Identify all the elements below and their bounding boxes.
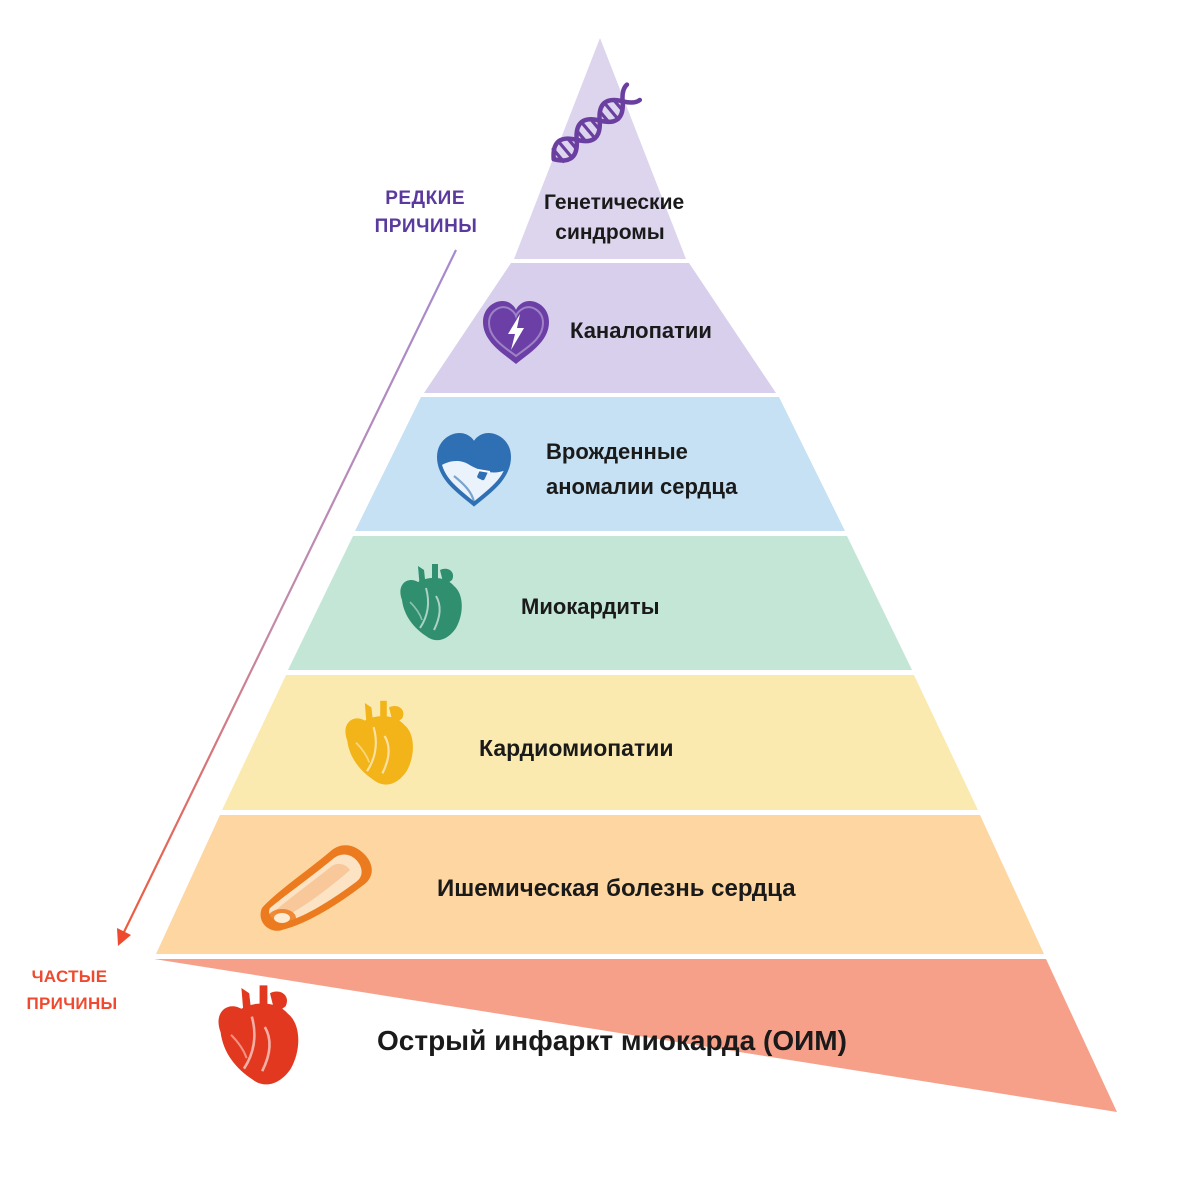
- tier-label-ischemic: Ишемическая болезнь сердца: [437, 875, 796, 902]
- arrow-shaft: [123, 249, 457, 933]
- tier-band-congenital: [355, 397, 845, 531]
- rare-causes-label: РЕДКИЕ ПРИЧИНЫ: [375, 188, 478, 237]
- frequency-arrow: [117, 249, 457, 946]
- anatomical-heart-icon: [218, 985, 299, 1085]
- artery-plaque-icon: [260, 845, 372, 931]
- heart-lightning-icon: [483, 300, 549, 364]
- anatomical-heart-icon: [345, 700, 413, 785]
- tier-band-cardiomyopathy: [222, 675, 978, 810]
- frequent-causes-label: ЧАСТЫЕ ПРИЧИНЫ: [27, 967, 118, 1013]
- tier-label-cardiomyopathy: Кардиомиопатии: [479, 735, 674, 761]
- dna-icon: [551, 82, 643, 164]
- heart-defect-icon: [436, 433, 512, 507]
- tier-label-genetic: Генетические синдромы: [544, 191, 690, 244]
- tier-label-channelopathies: Каналопатии: [570, 318, 712, 343]
- tier-band-ischemic: [156, 815, 1044, 954]
- arrow-head: [117, 928, 131, 946]
- tier-label-ami: Острый инфаркт миокарда (ОИМ): [377, 1025, 847, 1056]
- tier-label-congenital: Врожденные аномалии сердца: [546, 439, 738, 499]
- anatomical-heart-icon: [400, 564, 462, 641]
- tier-label-myocarditis: Миокардиты: [521, 594, 659, 619]
- tier-band-genetic: [514, 38, 686, 259]
- tier-band-ami: [154, 959, 1117, 1112]
- tier-labels: Генетические синдромы Каналопатии Врожде…: [377, 191, 847, 1056]
